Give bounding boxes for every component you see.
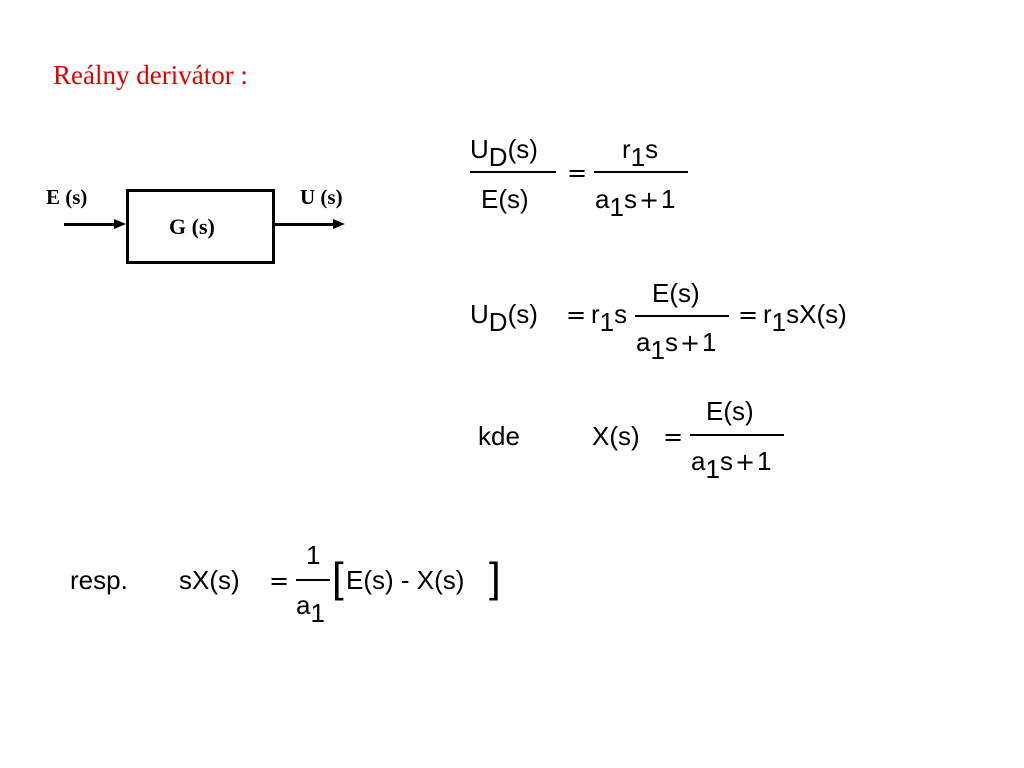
eq4-denominator: a1 — [296, 590, 325, 628]
eq1-rhs-fraction-bar — [594, 171, 688, 173]
eq3-word: kde — [478, 421, 520, 451]
eq2-lhs: UD(s) — [470, 299, 538, 337]
input-label: E (s) — [46, 185, 88, 209]
eq4-word: resp. — [70, 565, 128, 595]
eq3-numerator: E(s) — [706, 396, 754, 426]
eq4-lhs: sX(s) — [179, 565, 240, 595]
eq2-factor: r1s — [591, 299, 628, 337]
eq2-fraction-numerator: E(s) — [652, 278, 700, 308]
eq4-numerator: 1 — [306, 540, 321, 570]
eq3-lhs: X(s) — [592, 421, 640, 451]
eq1-rhs-denominator: a1s+1 — [595, 184, 676, 222]
eq2-rhs: r1sX(s) — [763, 299, 847, 337]
eq4-bracket-close: ] — [489, 554, 501, 601]
eq4-inner: E(s) - X(s) — [346, 565, 465, 595]
transfer-block: G (s) — [126, 189, 275, 264]
eq2-fraction-bar — [635, 315, 729, 317]
block-label: G (s) — [169, 214, 215, 239]
eq1-lhs-denominator: E(s) — [481, 184, 529, 214]
eq2-fraction-denominator: a1s+1 — [636, 327, 717, 365]
input-arrow-line — [64, 223, 116, 226]
eq3-fraction-bar — [690, 434, 784, 436]
eq4-bracket-open: [ — [332, 554, 344, 601]
output-label: U (s) — [300, 185, 343, 209]
eq4-fraction-bar — [296, 579, 330, 581]
eq1-equals: = — [567, 159, 588, 187]
eq1-rhs-numerator: r1s — [622, 134, 659, 172]
output-arrow-line — [272, 223, 334, 226]
eq4-equals: = — [269, 567, 290, 595]
eq1-lhs-numerator: UD(s) — [470, 134, 538, 172]
output-arrow-head — [333, 219, 345, 229]
eq3-denominator: a1s+1 — [691, 446, 772, 484]
input-arrow-head — [114, 219, 126, 229]
eq3-equals: = — [663, 423, 684, 451]
slide-title: Reálny derivátor : — [53, 60, 248, 90]
eq2-equals-1: = — [566, 301, 587, 329]
eq2-equals-2: = — [738, 301, 759, 329]
eq1-lhs-fraction-bar — [470, 171, 556, 173]
